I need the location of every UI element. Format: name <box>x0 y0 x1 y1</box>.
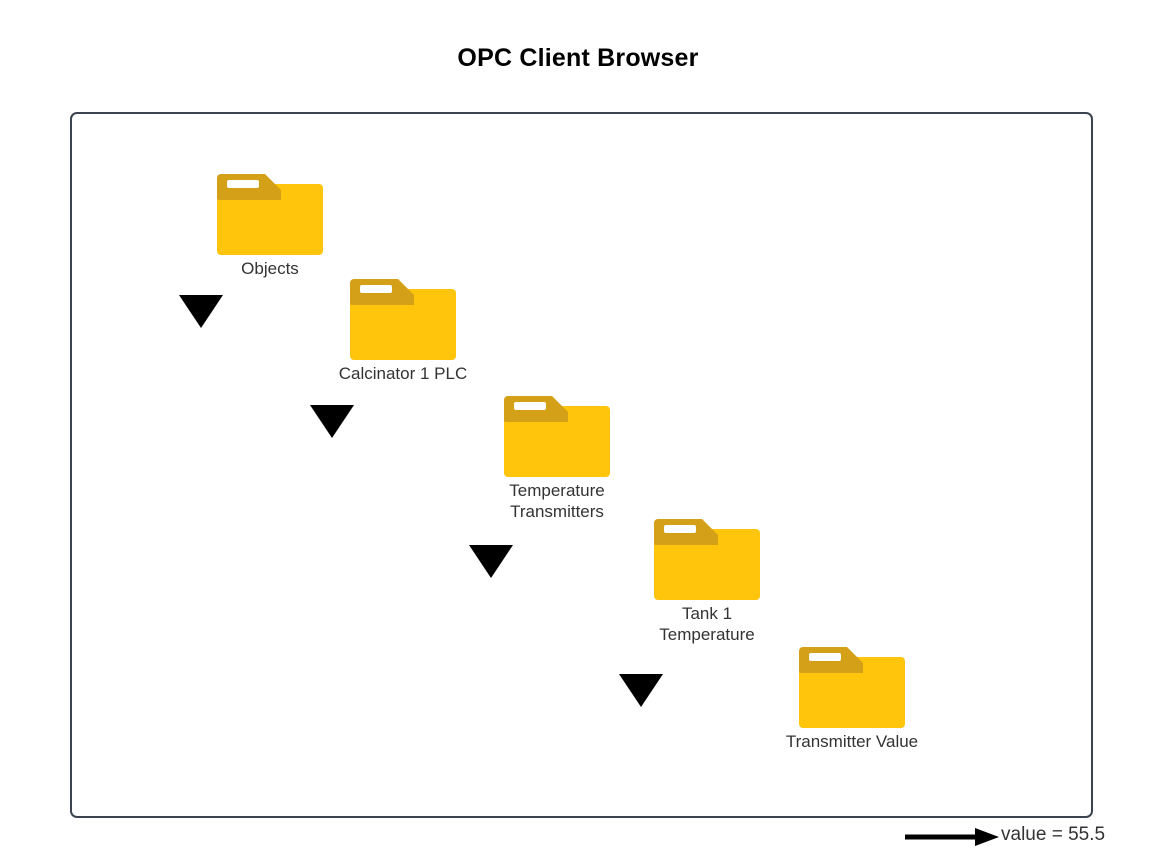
folder-handle <box>809 653 841 661</box>
tree-node-calcinator-1-plc[interactable]: Calcinator 1 PLC <box>303 279 503 384</box>
tree-node-label: Tank 1 Temperature <box>659 604 755 644</box>
arrow-right-icon <box>905 828 999 846</box>
tree-node-label: Objects <box>241 259 299 278</box>
folder-handle <box>360 285 392 293</box>
tree-node-objects[interactable]: Objects <box>170 174 370 279</box>
triangle-down-icon <box>179 295 223 328</box>
tree-node-label: Temperature Transmitters <box>509 481 605 521</box>
tree-node-temperature-transmitters[interactable]: Temperature Transmitters <box>457 396 657 522</box>
triangle-down-icon <box>310 405 354 438</box>
tree-node-tank-1-temperature[interactable]: Tank 1 Temperature <box>607 519 807 645</box>
triangle-down-icon <box>469 545 513 578</box>
folder-icon <box>504 396 610 477</box>
folder-icon <box>654 519 760 600</box>
triangle-down-icon <box>619 674 663 707</box>
transmitter-value-readout: value = 55.5 <box>1001 824 1106 845</box>
folder-icon <box>799 647 905 728</box>
folder-handle <box>664 525 696 533</box>
folder-handle <box>227 180 259 188</box>
tree-node-label: Transmitter Value <box>785 732 919 751</box>
page-title: OPC Client Browser <box>457 44 699 72</box>
folder-icon <box>350 279 456 360</box>
folder-icon <box>217 174 323 255</box>
opc-browser-canvas: Objects Calcinator 1 PLC Temperature Tra… <box>70 112 1105 846</box>
tree-node-label: Calcinator 1 PLC <box>338 364 468 383</box>
tree-node-transmitter-value[interactable]: Transmitter Value <box>752 647 952 752</box>
folder-handle <box>514 402 546 410</box>
